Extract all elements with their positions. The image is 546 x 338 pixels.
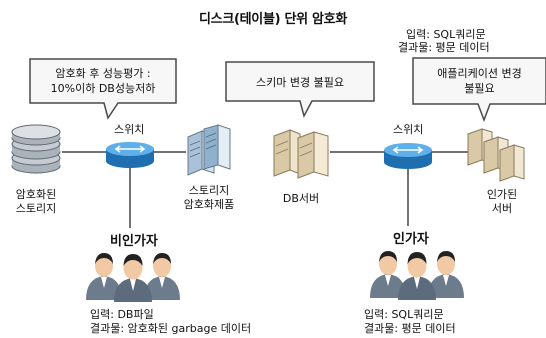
unauthorized-people-icon	[86, 253, 180, 302]
callout-box-schema	[225, 61, 375, 119]
callout-performance-line1: 암호화 후 성능평가 :	[55, 67, 151, 80]
bottom-left-result-note: 결과물: 암호화된 garbage 데이터	[90, 322, 252, 335]
storage-encryption-server-icon	[187, 124, 231, 176]
callout-box-performance	[29, 58, 177, 120]
callout-schema-text: 스키마 변경 불필요	[256, 76, 344, 89]
db-server-label: DB서버	[282, 192, 320, 205]
switch-right-label: 스위치	[393, 123, 424, 136]
callout-application-line1: 애플리케이션 변경	[437, 67, 522, 80]
switch-right-icon	[384, 143, 432, 169]
top-right-result-note: 결과물: 평문 데이터	[398, 41, 490, 54]
unauthorized-group-label: 비인가자	[110, 234, 158, 249]
authorized-group-label: 인가자	[393, 232, 429, 247]
top-right-input-note: 입력: SQL쿼리문	[406, 28, 486, 41]
bottom-left-input-note: 입력: DB파일	[90, 308, 154, 321]
encrypted-storage-label-line1: 암호화된	[15, 188, 57, 201]
authorized-server-icon	[467, 128, 525, 182]
switch-left-label: 스위치	[114, 123, 145, 136]
diagram-title: 디스크(테이블) 단위 암호화	[199, 12, 347, 27]
callout-box-application	[412, 57, 546, 123]
storage-encryption-label-line2: 암호화제품	[183, 198, 235, 211]
authorized-people-icon	[370, 251, 464, 300]
storage-encryption-label-line1: 스토리지	[188, 184, 230, 197]
callout-application-line2: 불필요	[464, 82, 495, 95]
db-server-icon	[273, 129, 329, 179]
authorized-server-label-line2: 서버	[491, 202, 513, 215]
switch-left-icon	[106, 142, 154, 168]
bottom-right-input-note: 입력: SQL쿼리문	[364, 308, 444, 321]
callout-performance-line2: 10%이하 DB성능저하	[50, 82, 156, 95]
storage-disk-icon	[11, 124, 61, 174]
encrypted-storage-label-line2: 스토리지	[15, 202, 57, 215]
bottom-right-result-note: 결과물: 평문 데이터	[364, 322, 456, 335]
authorized-server-label-line1: 인가된	[486, 188, 518, 201]
